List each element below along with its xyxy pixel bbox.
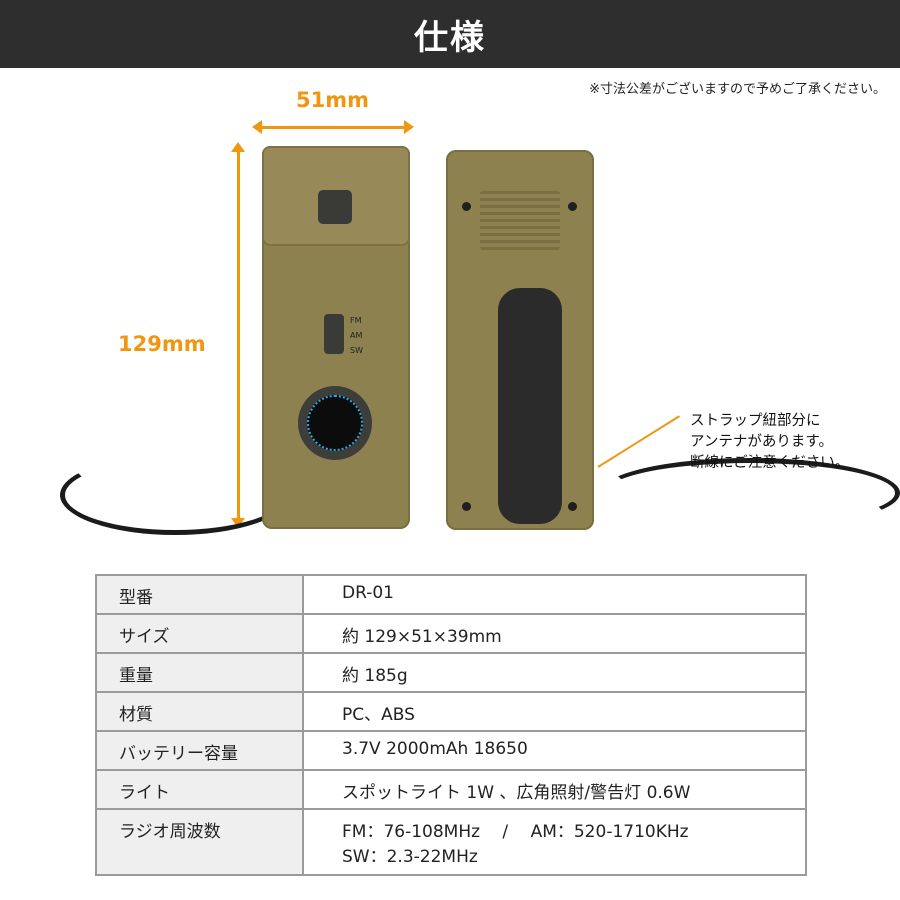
callout-line-3: 断線にご注意ください。 [690,455,850,471]
spec-value: DR-01 [302,574,807,615]
page-title: 仕様 [414,17,486,58]
screw-icon [568,202,577,211]
spec-label: サイズ [95,613,304,654]
device-back-photo [446,150,594,530]
callout-line-1: ストラップ紐部分に [690,413,821,429]
spec-value-line-1: FM：76-108MHz / AM：520-1710KHz [342,822,689,842]
device-front-photo: FM AM SW [262,146,410,529]
callout-line-2: アンテナがあります。 [690,434,833,450]
band-switch [324,314,344,354]
spec-value: PC、ABS [302,691,807,732]
spec-label: 型番 [95,574,304,615]
spec-label: 重量 [95,652,304,693]
spec-label: 材質 [95,691,304,732]
width-label: 51mm [296,88,369,112]
width-arrow [252,120,414,134]
screw-icon [568,502,577,511]
callout-line [597,415,680,468]
band-label-fm: FM [350,316,362,325]
belt-clip [498,288,562,524]
height-label: 129mm [118,332,206,356]
spec-label: バッテリー容量 [95,730,304,771]
spec-label: ラジオ周波数 [95,808,304,876]
spec-value: 約 129×51×39mm [302,613,807,654]
band-label-sw: SW [350,346,363,355]
band-label-am: AM [350,331,363,340]
tuning-dial [298,386,372,460]
table-row: 重量約 185g [95,652,807,693]
tolerance-note: ※寸法公差がございますので予めご了承ください。 [589,82,886,97]
power-button-icon [318,190,352,224]
spec-label: ライト [95,769,304,810]
table-row: ライトスポットライト 1W 、広角照射/警告灯 0.6W [95,769,807,810]
header-bar: 仕様 [0,0,900,68]
spec-value-line-2: SW：2.3-22MHz [342,847,478,867]
spec-value: スポットライト 1W 、広角照射/警告灯 0.6W [302,769,807,810]
screw-icon [462,202,471,211]
screw-icon [462,502,471,511]
table-row: サイズ約 129×51×39mm [95,613,807,654]
antenna-callout: ストラップ紐部分に アンテナがあります。 断線にご注意ください。 [690,411,849,474]
spec-value: 約 185g [302,652,807,693]
strap-cord-right [600,458,900,528]
speaker-grille [480,190,560,250]
strap-cord-left [60,455,290,535]
spec-value: 3.7V 2000mAh 18650 [302,730,807,771]
